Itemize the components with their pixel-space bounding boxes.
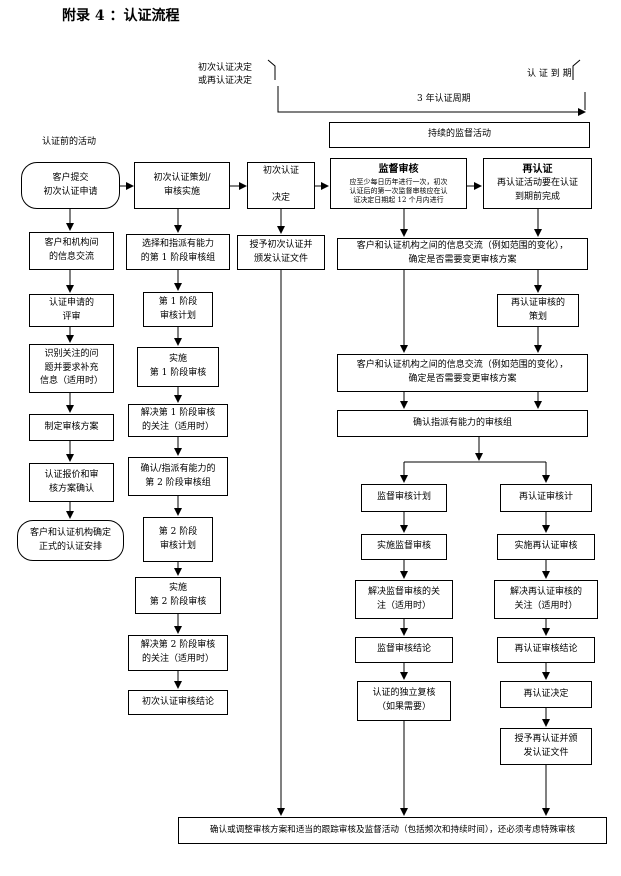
stage1-concerns-box: 解决第 1 阶段审核 的关注（适用时） <box>128 404 228 437</box>
initial-conclusion-box: 初次认证审核结论 <box>128 690 228 715</box>
initial-planning-box: 初次认证策划/ 审核实施 <box>134 162 230 209</box>
info-exchange-1-box: 客户和认证机构之间的信息交流（例如范围的变化）， 确定是否需要变更审核方案 <box>337 238 588 270</box>
grant-initial-box: 授予初次认证并 颁发认证文件 <box>237 235 325 270</box>
ongoing-surveillance-box: 持续的监督活动 <box>329 122 590 148</box>
recert-concerns-box: 解决再认证审核的 关注（适用时） <box>494 580 598 619</box>
cycle-label: 3 年认证周期 <box>417 94 471 104</box>
info-exchange-box: 客户和机构间 的信息交流 <box>29 232 114 270</box>
recert-implement-box: 实施再认证审核 <box>497 534 595 560</box>
stage2-concerns-box: 解决第 2 阶段审核 的关注（适用时） <box>128 635 228 671</box>
stage2-team-box: 确认/指派有能力的 第 2 阶段审核组 <box>128 457 228 496</box>
page-title: 附录 4 ：认证流程 <box>62 8 180 24</box>
surveillance-title: 监督审核 <box>378 164 419 176</box>
stage1-plan-box: 第 1 阶段 审核计划 <box>143 292 213 327</box>
client-application-box: 客户提交 初次认证申请 <box>21 162 120 209</box>
identify-concerns-box: 识别关注的问 题并要求补充 信息（适用时） <box>29 344 114 393</box>
surv-concerns-box: 解决监督审核的关 注（适用时） <box>355 580 453 619</box>
surveillance-body: 应至少每日历年进行一次，初次 认证后的第一次监督审核应在认 证决定日期起 12 … <box>349 177 448 204</box>
confirm-team-box: 确认指派有能力的审核组 <box>337 410 588 437</box>
cert-expiry-label: 认 证 到 期 <box>527 69 572 79</box>
audit-program-box: 制定审核方案 <box>29 414 114 441</box>
stage2-plan-box: 第 2 阶段 审核计划 <box>143 517 213 562</box>
recert-audit-plan-box: 再认证审核计 <box>500 484 592 512</box>
stage1-team-box: 选择和指派有能力 的第 1 阶段审核组 <box>126 234 230 270</box>
surv-conclusion-box: 监督审核结论 <box>355 637 453 663</box>
stage2-implement-box: 实施 第 2 阶段审核 <box>135 577 221 614</box>
recert-decision-box: 再认证决定 <box>500 681 592 708</box>
stage1-implement-box: 实施 第 1 阶段审核 <box>137 347 219 387</box>
recert-title: 再认证 <box>522 163 553 175</box>
grant-recert-box: 授予再认证并颁 发认证文件 <box>500 728 592 765</box>
surveillance-audit-head: 监督审核 应至少每日历年进行一次，初次 认证后的第一次监督审核应在认 证决定日期… <box>330 158 467 209</box>
pre-activities-label: 认证前的活动 <box>42 137 97 147</box>
application-review-box: 认证申请的 评审 <box>29 294 114 327</box>
surv-plan-box: 监督审核计划 <box>361 484 447 512</box>
info-exchange-2-box: 客户和认证机构之间的信息交流（例如范围的变化）， 确定是否需要变更审核方案 <box>337 354 588 392</box>
recertification-head: 再认证 再认证活动要在认证 到期前完成 <box>483 158 592 209</box>
initial-decision-box: 初次认证 决定 <box>247 162 315 209</box>
recert-conclusion-box: 再认证审核结论 <box>497 637 595 663</box>
recert-body: 再认证活动要在认证 到期前完成 <box>496 178 578 203</box>
recert-plan-box: 再认证审核的 策划 <box>497 294 579 327</box>
quote-confirm-box: 认证报价和审 核方案确认 <box>29 463 114 502</box>
formal-arrangement-box: 客户和认证机构确定 正式的认证安排 <box>17 520 124 561</box>
confirm-adjust-program-box: 确认或调整审核方案和适当的跟踪审核及监督活动（包括频次和持续时间），还必须考虑特… <box>178 817 607 844</box>
surv-implement-box: 实施监督审核 <box>361 534 447 560</box>
initial-decision-label: 初次认证决定 或再认证决定 <box>198 63 253 86</box>
independent-review-box: 认证的独立复核 （如果需要） <box>357 681 451 721</box>
